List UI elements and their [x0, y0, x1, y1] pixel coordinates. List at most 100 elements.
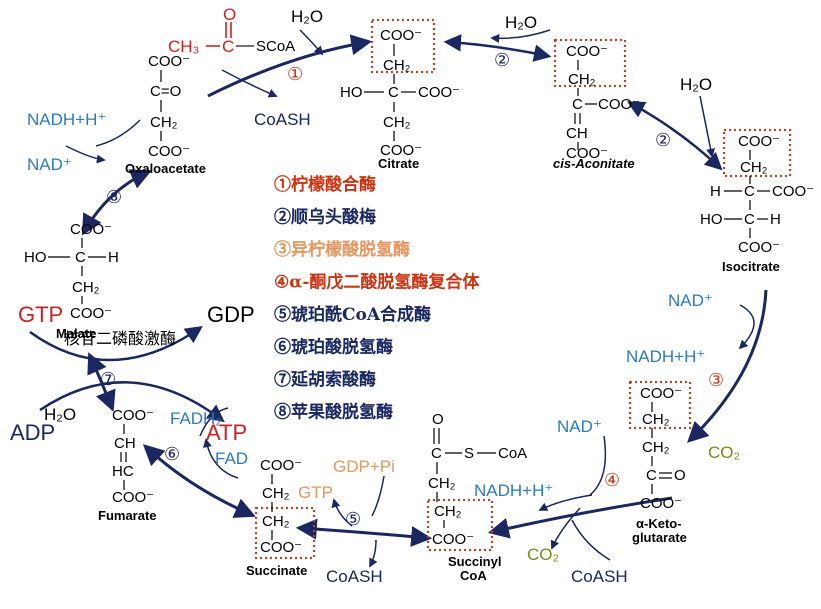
svg-text:CH₂: CH₂ [150, 114, 178, 131]
svg-text:C: C [744, 211, 755, 228]
enzyme-item: ⑦延胡索酸酶 [274, 369, 376, 390]
citrate-name: Citrate [378, 156, 419, 171]
step-number-3: ③ [708, 370, 724, 391]
enzyme-legend: ①柠檬酸合酶②顺乌头酸梅③异柠檬酸脱氢酶④α-酮戊二酸脱氢酶复合体⑤琥珀酰CoA… [274, 174, 480, 423]
step-number-5: ⑤ [345, 509, 361, 530]
svg-text:COO⁻: COO⁻ [70, 305, 112, 322]
enzyme-item: ①柠檬酸合酶 [274, 174, 376, 195]
arrow-step3 [686, 289, 768, 443]
cis-aconitate-name: cis-Aconitate [553, 156, 635, 171]
gtp-orange-label: GTP [298, 483, 333, 502]
arrow-step5 [295, 518, 433, 547]
svg-text:COO⁻: COO⁻ [380, 142, 422, 159]
arrow-step6 [142, 444, 256, 518]
svg-text:C: C [431, 445, 442, 462]
svg-text:CH₂: CH₂ [428, 475, 456, 492]
svg-text:COO⁻: COO⁻ [738, 133, 780, 150]
svg-text:COO⁻: COO⁻ [148, 143, 190, 160]
acetyl-o: O [223, 5, 236, 24]
enzyme-item: ⑥琥珀酸脱氢酶 [274, 337, 393, 358]
svg-text:H: H [108, 249, 119, 266]
step-number-2a: ② [494, 50, 510, 71]
svg-text:C: C [572, 96, 583, 113]
svg-text:COO⁻: COO⁻ [148, 53, 190, 70]
enzyme-item: ⑧苹果酸脱氢酶 [274, 402, 393, 423]
svg-text:CoA: CoA [498, 445, 527, 462]
svg-text:CH₂: CH₂ [642, 411, 670, 428]
cycle-arrows [81, 34, 768, 547]
svg-text:COO⁻: COO⁻ [70, 221, 112, 238]
svg-text:CH₂: CH₂ [568, 71, 596, 88]
kinase-label: 核苷二磷酸激酶 [64, 329, 176, 348]
fumarate: COO⁻ CH HC COO⁻ Fumarate [98, 407, 157, 523]
succinate-name: Succinate [246, 563, 307, 578]
svg-text:CH₂: CH₂ [383, 57, 411, 74]
step-number-2b: ② [655, 130, 671, 151]
svg-text:CH: CH [566, 125, 588, 142]
svg-text:CH₂: CH₂ [383, 114, 411, 131]
svg-text:COO⁻: COO⁻ [260, 539, 302, 556]
citrate: COO⁻ CH₂ HO C COO⁻ CH₂ COO⁻ Citrate [340, 27, 460, 171]
highlight-boxes [254, 18, 792, 560]
svg-text:HO: HO [700, 211, 723, 228]
step-number-1: ① [287, 64, 303, 85]
svg-text:CH₂: CH₂ [642, 439, 670, 456]
h2o-label-2: H₂O [505, 13, 537, 32]
svg-text:CH: CH [114, 435, 136, 452]
gdp-pi-label: GDP+Pi [333, 457, 395, 476]
oxaloacetate: COO⁻ C=O CH₂ COO⁻ Oxaloacetate [125, 53, 206, 176]
svg-text:C=O: C=O [150, 83, 181, 100]
succinyl-coa-name-2: CoA [460, 568, 487, 583]
acetyl-coa: O CH₃ C SCoA [168, 5, 295, 56]
co2-label-2: CO₂ [527, 545, 559, 564]
h2o-label-1: H₂O [291, 7, 323, 26]
adp-label: ADP [10, 420, 55, 445]
svg-text:COO⁻: COO⁻ [432, 531, 474, 548]
arrow-step2a [443, 34, 552, 62]
isocitrate-name: Isocitrate [722, 259, 780, 274]
acetyl-ch3: CH₃ [168, 37, 199, 56]
svg-text:HC: HC [112, 463, 134, 480]
arrow-step4 [487, 496, 673, 539]
svg-text:O: O [674, 467, 686, 484]
acetyl-scoa: SCoA [256, 38, 295, 55]
svg-text:H: H [710, 183, 721, 200]
svg-text:COO⁻: COO⁻ [772, 183, 814, 200]
succinyl-coa-name-1: Succinyl [448, 554, 501, 569]
svg-text:C: C [388, 84, 399, 101]
cofactor-arrows [29, 29, 755, 568]
coash-label-3: CoASH [326, 567, 383, 586]
svg-text:CH₂: CH₂ [262, 485, 290, 502]
step-number-6: ⑥ [164, 444, 180, 465]
svg-text:HO: HO [340, 84, 363, 101]
h2o-label-3: H₂O [680, 75, 712, 94]
co2-label-1: CO₂ [708, 443, 740, 462]
svg-text:CH₂: CH₂ [262, 513, 290, 530]
svg-text:H: H [770, 211, 781, 228]
coash-label-2: CoASH [571, 567, 628, 586]
svg-text:COO⁻: COO⁻ [380, 27, 422, 44]
fumarate-name: Fumarate [98, 508, 157, 523]
svg-text:COO⁻: COO⁻ [738, 239, 780, 256]
gdp-label: GDP [207, 302, 255, 327]
acetyl-c: C [222, 37, 234, 56]
gtp-red-label: GTP [18, 302, 63, 327]
svg-text:COO⁻: COO⁻ [112, 407, 154, 424]
svg-text:COO⁻: COO⁻ [566, 145, 608, 162]
arrow-step2b [626, 101, 723, 171]
oxaloacetate-name: Oxaloacetate [125, 161, 206, 176]
svg-text:O: O [432, 411, 444, 428]
step-numbers: ① ② ② ③ ④ ⑤ ⑥ ⑦ ⑧ [100, 50, 724, 530]
svg-text:COO⁻: COO⁻ [640, 385, 682, 402]
nadh-label-1: NADH+H⁺ [27, 110, 106, 129]
svg-text:C: C [75, 249, 86, 266]
enzyme-item: ③异柠檬酸脱氢酶 [274, 239, 410, 260]
svg-text:HO: HO [24, 249, 47, 266]
svg-text:COO⁻: COO⁻ [112, 489, 154, 506]
svg-text:CH₂: CH₂ [740, 159, 768, 176]
malate: COO⁻ HO C H CH₂ COO⁻ Malate [24, 221, 119, 341]
enzyme-item: ⑤琥珀酰CoA合成酶 [274, 304, 431, 325]
fadh2-label: FADH₂ [170, 409, 222, 428]
